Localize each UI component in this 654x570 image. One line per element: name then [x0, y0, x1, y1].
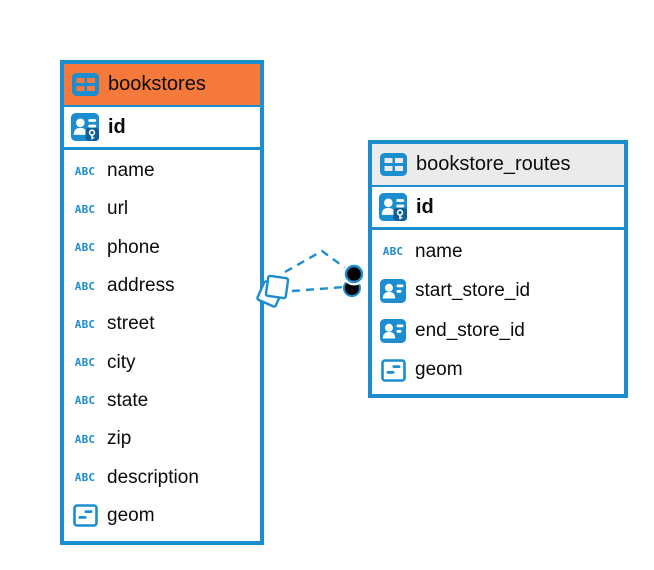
- field-row[interactable]: ABC description: [64, 458, 260, 496]
- text-type-icon: ABC: [74, 164, 96, 178]
- geometry-type-icon: [72, 504, 98, 528]
- field-name: address: [107, 275, 175, 297]
- field-name: state: [107, 389, 149, 411]
- field-row[interactable]: ABC phone: [64, 229, 260, 267]
- one-end-marker[interactable]: [342, 262, 366, 297]
- field-row[interactable]: ABC name: [64, 152, 260, 190]
- field-row[interactable]: end_store_id: [372, 311, 624, 351]
- geometry-type-icon: [380, 358, 406, 382]
- text-type-icon: ABC: [74, 356, 96, 370]
- table-icon: [380, 153, 407, 176]
- field-name: street: [107, 313, 155, 335]
- table-header[interactable]: bookstores: [64, 64, 260, 107]
- table-name: bookstore_routes: [416, 153, 571, 175]
- field-list: ABC name ABC url ABC phone ABC address A…: [64, 150, 260, 535]
- field-row[interactable]: ABC city: [64, 343, 260, 381]
- relationship-edge[interactable]: [284, 249, 349, 293]
- primary-key-name: id: [108, 115, 126, 138]
- field-row[interactable]: ABC url: [64, 190, 260, 228]
- field-row[interactable]: geom: [64, 497, 260, 535]
- reference-type-icon: [380, 279, 406, 304]
- text-type-icon: ABC: [74, 432, 96, 446]
- field-name: geom: [107, 504, 155, 526]
- text-type-icon: ABC: [74, 202, 96, 216]
- primary-key-row[interactable]: id: [372, 187, 624, 230]
- field-name: geom: [415, 359, 463, 381]
- field-name: city: [107, 351, 136, 373]
- field-name: name: [415, 240, 463, 262]
- text-type-icon: ABC: [74, 241, 96, 255]
- primary-key-icon: [71, 112, 99, 142]
- primary-key-name: id: [416, 195, 434, 218]
- field-row[interactable]: ABC state: [64, 382, 260, 420]
- field-row[interactable]: ABC address: [64, 267, 260, 305]
- primary-key-icon: [379, 192, 407, 222]
- field-name: end_store_id: [415, 319, 525, 341]
- field-name: start_store_id: [415, 280, 531, 302]
- reference-type-icon: [380, 318, 406, 343]
- text-type-icon: ABC: [74, 394, 96, 408]
- field-row[interactable]: ABC zip: [64, 420, 260, 458]
- text-type-icon: ABC: [74, 317, 96, 331]
- text-type-icon: ABC: [382, 245, 404, 259]
- field-name: phone: [107, 236, 160, 258]
- table-bookstores[interactable]: bookstores id ABC name: [60, 60, 264, 545]
- table-name: bookstores: [108, 73, 206, 95]
- field-name: description: [107, 466, 199, 488]
- field-row[interactable]: ABC name: [372, 232, 624, 272]
- table-header[interactable]: bookstore_routes: [372, 144, 624, 187]
- field-list: ABC name start_store_id end_store_id: [372, 230, 624, 390]
- field-name: name: [107, 160, 155, 182]
- text-type-icon: ABC: [74, 279, 96, 293]
- field-row[interactable]: geom: [372, 351, 624, 391]
- primary-key-row[interactable]: id: [64, 107, 260, 150]
- table-icon: [72, 73, 99, 96]
- field-name: url: [107, 198, 129, 220]
- field-name: zip: [107, 428, 132, 450]
- table-bookstore-routes[interactable]: bookstore_routes id ABC name: [368, 140, 628, 398]
- text-type-icon: ABC: [74, 471, 96, 485]
- field-row[interactable]: ABC street: [64, 305, 260, 343]
- field-row[interactable]: start_store_id: [372, 272, 624, 312]
